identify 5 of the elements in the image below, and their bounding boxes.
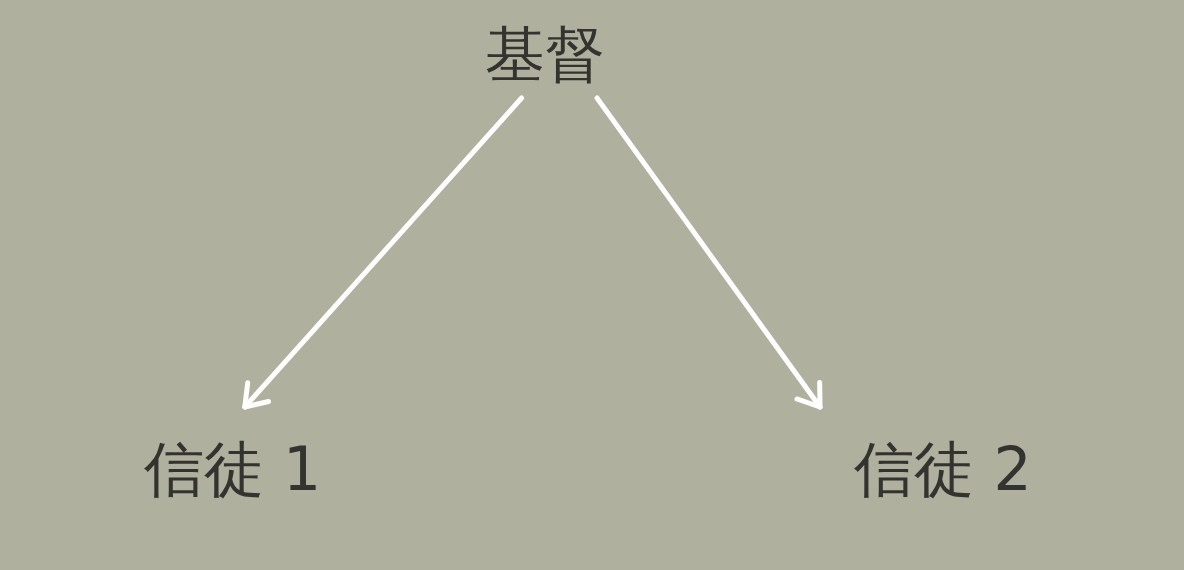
arrow (242, 95, 525, 410)
arrow (594, 95, 823, 410)
node-label: 基督 (485, 17, 605, 91)
node-label: 信徒 2 (854, 432, 1032, 506)
node-label: 信徒 1 (143, 432, 322, 506)
